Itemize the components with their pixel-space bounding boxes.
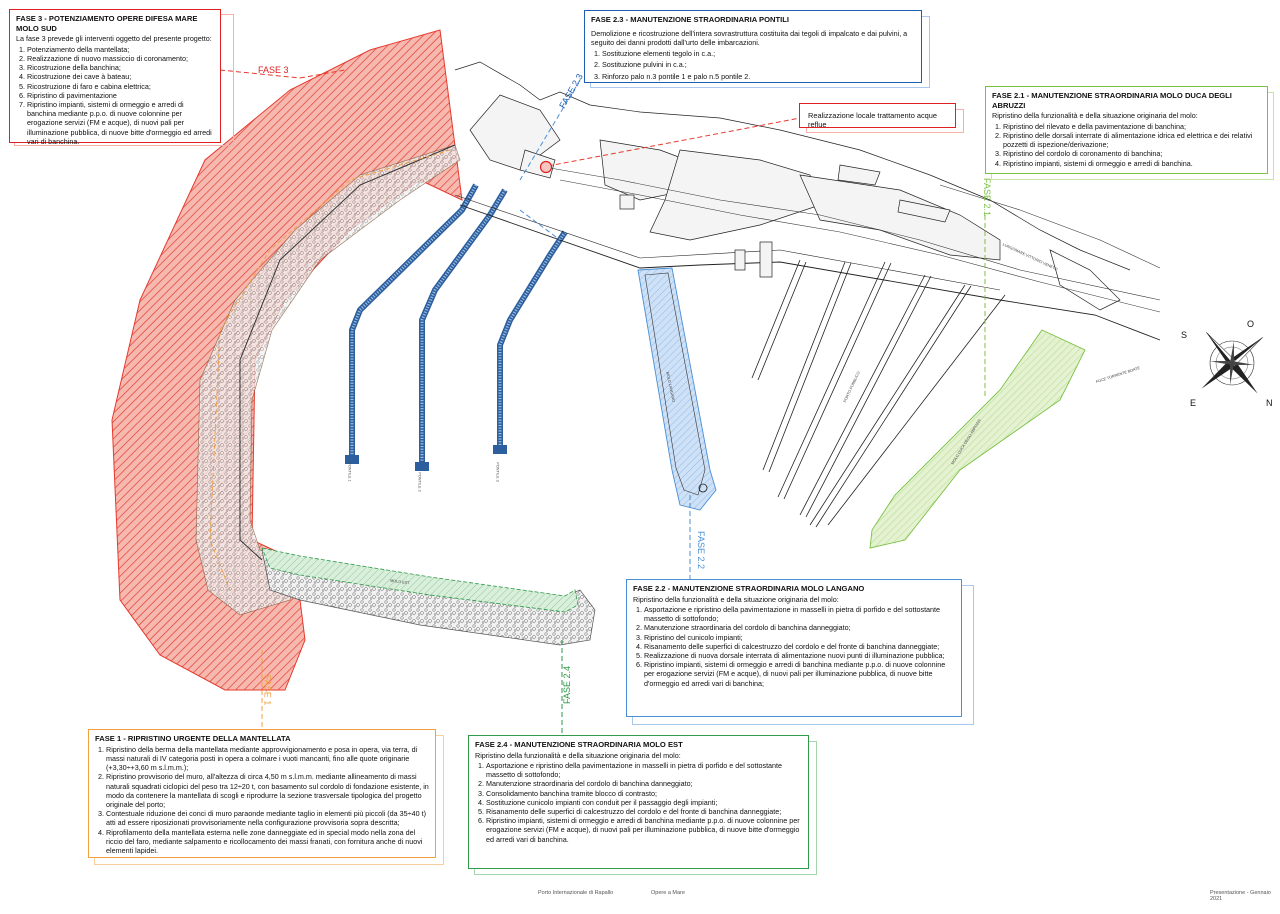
pontile-3-head xyxy=(493,445,507,454)
fase24-title: FASE 2.4 - MANUTENZIONE STRAORDINARIA MO… xyxy=(475,740,683,749)
fase24-map-label: FASE 2.4 xyxy=(562,665,573,705)
reflue-box: Realizzazione locale trattamento acque r… xyxy=(799,103,956,130)
fase22-item: Asportazione e ripristino della paviment… xyxy=(644,605,955,623)
fase24-box: FASE 2.4 - MANUTENZIONE STRAORDINARIA MO… xyxy=(468,735,809,869)
compass-n: N xyxy=(1266,398,1273,408)
footer-center: Opere a Mare xyxy=(651,890,685,896)
langano-lighthouse xyxy=(698,483,708,493)
molo-langano-area[interactable] xyxy=(637,267,717,511)
compass-s: S xyxy=(1181,330,1188,340)
pontile-2[interactable] xyxy=(419,188,508,462)
fase21-title: FASE 2.1 - MANUTENZIONE STRAORDINARIA MO… xyxy=(992,91,1232,110)
fase22-item: Ripristino impianti, sistemi di ormeggio… xyxy=(644,660,955,688)
pontile-1[interactable] xyxy=(349,183,479,455)
fase1-item: Ripristino provvisorio del muro, all'alt… xyxy=(106,772,429,809)
pontile-2-inner xyxy=(420,189,507,462)
fase3-item: Ripristino impianti, sistemi di ormeggio… xyxy=(27,100,214,146)
fase1-list: Ripristino della berma della mantellata … xyxy=(95,745,429,856)
fase22-item: Realizzazione di nuova dorsale interrata… xyxy=(644,651,955,660)
fase3-intro: La fase 3 prevede gli interventi oggetto… xyxy=(16,34,212,44)
fase3-dash xyxy=(219,69,301,79)
fase1-item: Contestuale riduzione dei conci di muro … xyxy=(106,809,429,827)
fase24-item: Risanamento delle superfici di calcestru… xyxy=(486,807,802,816)
fase3-item: Ripristino di pavimentazione xyxy=(27,91,214,100)
fase23-item: Sostituzione elementi tegolo in c.a.; xyxy=(602,49,915,58)
footer-left: Porto Internazionale di Rapallo xyxy=(538,890,614,896)
fase23-list: Sostituzione elementi tegolo in c.a.; So… xyxy=(591,49,915,81)
fase3-title: FASE 3 - POTENZIAMENTO OPERE DIFESA MARE… xyxy=(16,14,198,33)
quay-line xyxy=(459,204,1161,341)
fase3-item: Potenziamento della mantellata; xyxy=(27,45,214,54)
molo-langano-outline xyxy=(644,272,706,496)
fase3-list: Potenziamento della mantellata; Realizza… xyxy=(16,45,214,146)
label-pontile1: PONTILE 1 xyxy=(347,462,352,482)
compass-rose xyxy=(1201,332,1263,394)
fase23-title: FASE 2.3 - MANUTENZIONE STRAORDINARIA PO… xyxy=(591,15,790,24)
footer-right: Presentazione - Gennaio 2021 xyxy=(1210,890,1271,902)
fase23-item: Sostituzione pulvini in c.a.; xyxy=(602,60,915,69)
fase1-box: FASE 1 - RIPRISTINO URGENTE DELLA MANTEL… xyxy=(88,729,436,858)
fase24-item: Ripristino impianti, sistemi di ormeggio… xyxy=(486,816,802,844)
fase24-item: Consolidamento banchina tramite blocco d… xyxy=(486,789,802,798)
fase21-item: Ripristino del rilevato e della paviment… xyxy=(1003,122,1261,131)
fase3-item: Ricostruzione della banchina; xyxy=(27,63,214,72)
fase22-intro: Ripristino della funzionalità e della si… xyxy=(633,594,839,604)
compass-o: O xyxy=(1247,319,1255,329)
fase3-map-label: FASE 3 xyxy=(258,65,289,75)
fase21-item: Ripristino delle dorsali interrate di al… xyxy=(1003,131,1261,149)
fase22-item: Ripristino del cunicolo impianti; xyxy=(644,633,955,642)
pontile-2-head xyxy=(415,462,429,471)
fase24-list: Asportazione e ripristino della paviment… xyxy=(475,761,802,844)
fase1-orange-dash xyxy=(209,149,451,591)
fase22-item: Risanamento delle superfici di calcestru… xyxy=(644,642,955,651)
fase21-list: Ripristino del rilevato e della paviment… xyxy=(992,122,1261,168)
compass-e: E xyxy=(1190,398,1197,408)
fase23-intro: Demolizione e ricostruzione dell'intera … xyxy=(591,28,908,47)
fase23-box: FASE 2.3 - MANUTENZIONE STRAORDINARIA PO… xyxy=(584,10,922,83)
fase3-box: FASE 3 - POTENZIAMENTO OPERE DIFESA MARE… xyxy=(9,9,221,146)
fase1-item: Ripristino della berma della mantellata … xyxy=(106,745,429,773)
label-pontile2: PONTILE 2 xyxy=(417,472,422,492)
fase22-item: Manutenzione straordinaria del cordolo d… xyxy=(644,623,955,632)
fase3-item: Ricostruzione di faro e cabina elettrica… xyxy=(27,82,214,91)
pontile-1-head xyxy=(345,455,359,464)
pontile-1-inner xyxy=(350,184,478,455)
fase1-item: Riprofilamento della mantellata esterna … xyxy=(106,828,429,856)
fase22-title: FASE 2.2 - MANUTENZIONE STRAORDINARIA MO… xyxy=(633,584,865,593)
fase22-box: FASE 2.2 - MANUTENZIONE STRAORDINARIA MO… xyxy=(626,579,962,717)
fase24-item: Sostituzione cunicolo impianti con condu… xyxy=(486,798,802,807)
fase21-intro: Ripristino della funzionalità e della si… xyxy=(992,111,1198,121)
fase23-dash-2 xyxy=(519,209,561,241)
town-buildings xyxy=(454,61,1131,311)
fase21-item: Ripristino del cordolo di coronamento di… xyxy=(1003,149,1261,158)
pontile-3-inner xyxy=(498,231,567,445)
fase21-item: Ripristino impianti, sistemi di ormeggio… xyxy=(1003,159,1261,168)
fase3-item: Ricostruzione dei cave à bateau; xyxy=(27,72,214,81)
fase1-title: FASE 1 - RIPRISTINO URGENTE DELLA MANTEL… xyxy=(95,734,291,743)
molo-sud-inner-line xyxy=(239,144,456,561)
fase23-dash xyxy=(519,79,581,181)
fase3-item: Realizzazione di nuovo massiccio di coro… xyxy=(27,54,214,63)
fase21-map-label: FASE 2.1 xyxy=(982,177,993,217)
fase24-item: Asportazione e ripristino della paviment… xyxy=(486,761,802,779)
fase23-item: Rinforzo palo n.3 pontile 1 e palo n.5 p… xyxy=(602,72,915,81)
fase24-intro: Ripristino della funzionalità e della si… xyxy=(475,750,681,760)
porto-pubblico-piers xyxy=(751,259,1006,528)
fase22-map-label: FASE 2.2 xyxy=(696,530,707,570)
molo-duca-area[interactable] xyxy=(869,329,1086,549)
molo-est-deck xyxy=(261,547,579,613)
reflue-title: Realizzazione locale trattamento acque r… xyxy=(808,111,938,130)
fase21-box: FASE 2.1 - MANUTENZIONE STRAORDINARIA MO… xyxy=(985,86,1268,174)
fase22-list: Asportazione e ripristino della paviment… xyxy=(633,605,955,688)
pontile-3[interactable] xyxy=(497,230,568,445)
fase24-item: Manutenzione straordinaria del cordolo d… xyxy=(486,779,802,788)
reflue-dash xyxy=(547,117,801,167)
quay-line-2 xyxy=(454,194,1001,291)
label-pontile3: PONTILE 3 xyxy=(495,462,500,482)
road-lines xyxy=(549,167,1161,313)
reflue-marker[interactable] xyxy=(539,160,553,174)
fase1-map-label: FASE 1 xyxy=(262,674,273,706)
